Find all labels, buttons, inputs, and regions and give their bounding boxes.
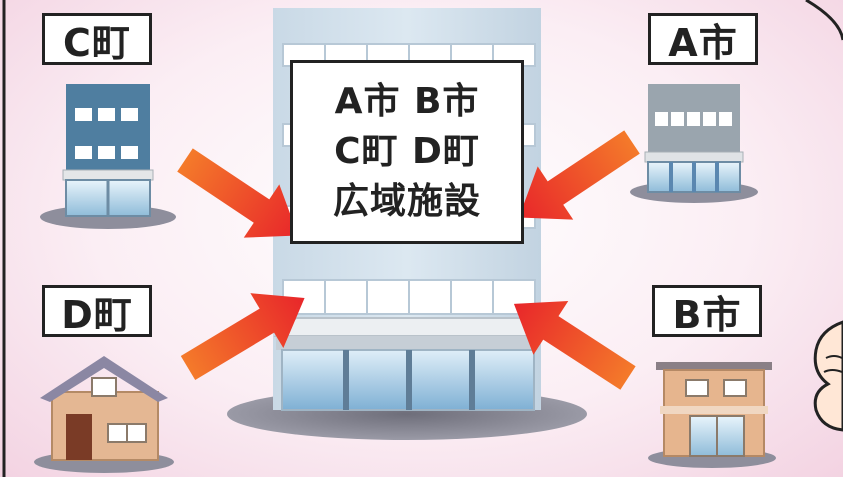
city-b-house	[648, 362, 776, 468]
arrow-from-b	[513, 301, 636, 390]
city-a-building	[630, 84, 758, 203]
central-facility-card: A市 B市 C町 D町 広域施設	[290, 60, 524, 244]
center-line-1: A市 B市	[334, 81, 480, 122]
city-a-label: A市	[648, 13, 758, 65]
town-c-label: C町	[42, 13, 152, 65]
center-line-3: 広域施設	[332, 181, 481, 222]
town-d-house	[34, 356, 174, 473]
character-fist-icon	[813, 320, 843, 432]
town-d-label: D町	[42, 285, 152, 337]
center-line-2: C町 D町	[334, 131, 480, 172]
city-b-label: B市	[652, 285, 762, 337]
arrow-from-d	[180, 293, 305, 381]
town-c-building	[40, 84, 176, 229]
arrow-from-c	[177, 148, 299, 238]
arrow-from-a	[518, 130, 640, 220]
